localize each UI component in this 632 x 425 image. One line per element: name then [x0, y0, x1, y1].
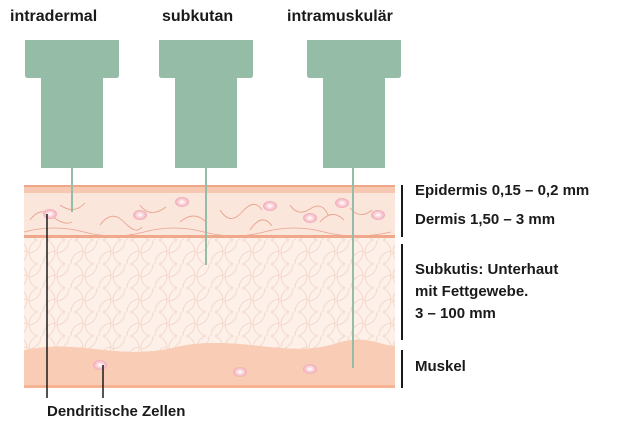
cell	[303, 213, 317, 223]
cell	[263, 201, 277, 211]
cell	[93, 360, 107, 370]
cell	[133, 210, 147, 220]
label-subkutis-line1: Subkutis: Unterhaut	[415, 260, 558, 280]
subkutis-layer	[24, 237, 395, 352]
cell	[175, 197, 189, 207]
cell	[43, 209, 57, 219]
bracket-epidermis-dermis	[401, 185, 403, 237]
label-subkutis-line2: mit Fettgewebe.	[415, 282, 528, 302]
label-dermis: Dermis 1,50 – 3 mm	[415, 210, 555, 230]
label-muskel: Muskel	[415, 357, 466, 377]
label-dendritische-zellen: Dendritische Zellen	[47, 403, 185, 420]
label-epidermis: Epidermis 0,15 – 0,2 mm	[415, 181, 589, 201]
cell	[371, 210, 385, 220]
cell	[233, 367, 247, 377]
bracket-muskel	[401, 350, 403, 388]
bracket-subkutis	[401, 244, 403, 340]
label-subkutis-line3: 3 – 100 mm	[415, 304, 496, 324]
epidermis-layer	[24, 185, 395, 193]
cell	[303, 364, 317, 374]
cell	[335, 198, 349, 208]
